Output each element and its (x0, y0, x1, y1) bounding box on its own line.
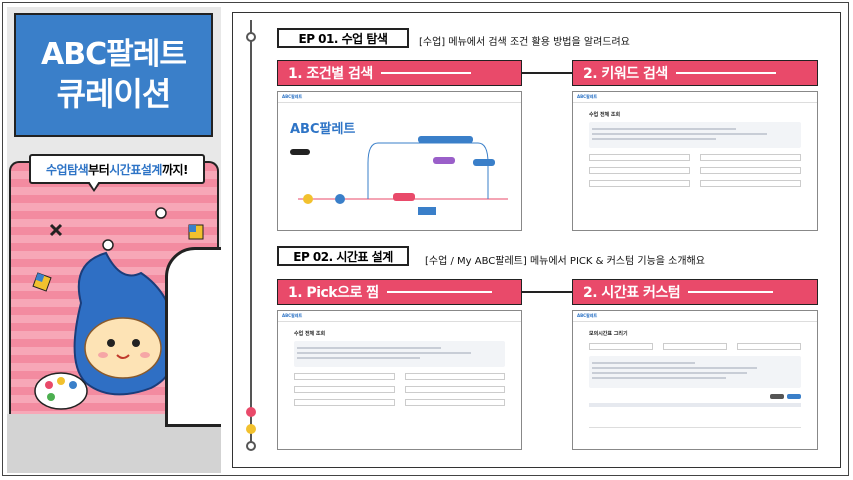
ep01-label: EP 01. 수업 탐색 (277, 28, 409, 48)
mini-logo: ABC팔레트 (577, 94, 598, 99)
cube-icon (188, 224, 204, 240)
title-line1: ABC팔레트 (41, 37, 187, 72)
title-line2: 큐레이션 (56, 75, 172, 113)
ep01-step1-label: 1. 조건별 검색 (288, 66, 373, 82)
cube-icon (32, 272, 52, 292)
mini-heading: ABC팔레트 (290, 122, 355, 137)
ep02-step2-banner: 2. 시간표 커스텀 (572, 279, 818, 305)
sparkle-circle-icon (102, 239, 114, 251)
screenshot-timetable: ABC팔레트 모의시간표 그리기 (572, 310, 818, 450)
bubble-tail-inner (89, 181, 99, 189)
timeline-line (250, 20, 252, 450)
subtitle-text-2: 까지! (161, 162, 189, 177)
ep01-step2-label: 2. 키워드 검색 (583, 66, 668, 82)
mini-heading: 수업 전체 조회 (589, 112, 621, 118)
ep02-step1-label: 1. Pick으로 찜 (288, 285, 379, 301)
title-box: ABC팔레트 큐레이션 (14, 13, 213, 137)
timeline-dot-bottom (246, 441, 256, 451)
screenshot-search-condition: ABC팔레트 ABC팔레트 (277, 91, 522, 231)
subtitle-text-1: 부터 (88, 162, 110, 177)
mini-heading: 모의시간표 그리기 (589, 331, 628, 337)
ep01-step1-banner: 1. 조건별 검색 (277, 60, 522, 86)
mini-logo: ABC팔레트 (282, 313, 303, 318)
subtitle-speech-bubble: 수업탐색 부터 시간표설계 까지! (29, 154, 205, 184)
search-flow-diagram: ABC팔레트 (290, 122, 508, 215)
ep02-step1-banner: 1. Pick으로 찜 (277, 279, 522, 305)
mini-heading: 수업 전체 조회 (294, 331, 326, 337)
mascot-illustration (32, 207, 209, 410)
left-panel: ABC팔레트 큐레이션 (7, 7, 221, 473)
screenshot-keyword-search: ABC팔레트 수업 전체 조회 (572, 91, 818, 231)
content-frame (232, 12, 841, 468)
illustration-background (9, 161, 219, 421)
timeline-dot-top (246, 32, 256, 42)
ep02-step2-label: 2. 시간표 커스텀 (583, 285, 681, 301)
mini-logo: ABC팔레트 (577, 313, 598, 318)
timeline-dot-yellow (246, 424, 256, 434)
ep01-step2-banner: 2. 키워드 검색 (572, 60, 818, 86)
mini-logo: ABC팔레트 (282, 94, 303, 99)
window-arch (165, 247, 221, 427)
ep01-description: [수업] 메뉴에서 검색 조건 활용 방법을 알려드려요 (419, 37, 630, 48)
ep02-label: EP 02. 시간표 설계 (277, 246, 409, 266)
sparkle-circle-icon (155, 207, 167, 219)
subtitle-highlight-1: 수업탐색 (45, 162, 89, 177)
ep02-description: [수업 / My ABC팔레트] 메뉴에서 PICK & 커스텀 기능을 소개해… (425, 256, 705, 267)
timeline-dot-pink (246, 407, 256, 417)
connector-ep02 (522, 291, 572, 293)
palette-icon (34, 372, 88, 410)
connector-ep01 (522, 72, 572, 74)
screenshot-pick: ABC팔레트 수업 전체 조회 (277, 310, 522, 450)
subtitle-highlight-2: 시간표설계 (109, 162, 162, 177)
cross-sparkle-icon (49, 223, 63, 237)
